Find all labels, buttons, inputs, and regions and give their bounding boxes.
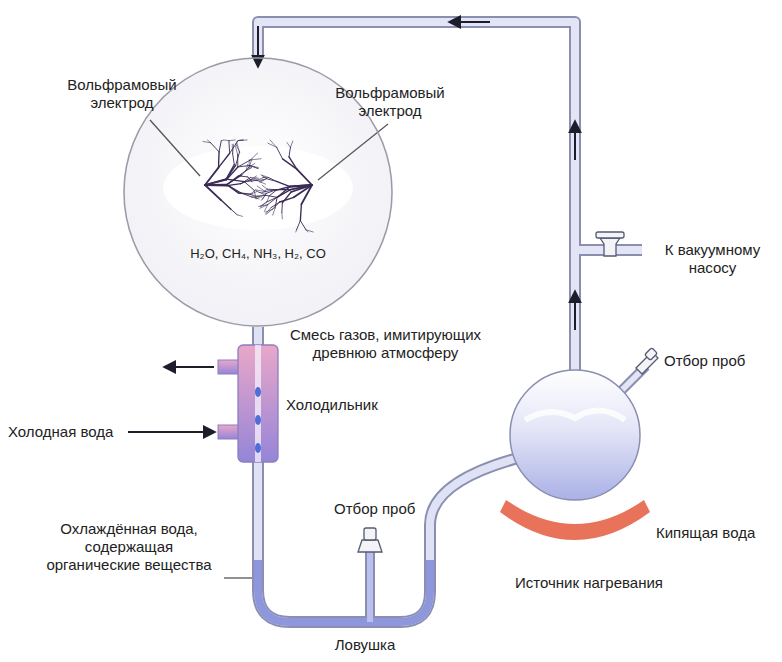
gas-mixture-label: Смесь газов, имитирующих древнюю атмосфе…: [278, 326, 493, 362]
boiling-water-label: Кипящая вода: [656, 524, 776, 542]
electrode-label: Вольфрамовый электрод: [62, 76, 182, 112]
condenser-jacket: [218, 345, 278, 462]
trap-label: Ловушка: [305, 636, 425, 654]
sampling-label: Отбор проб: [664, 352, 774, 370]
vacuum-pump-label: К вакуумному насосу: [650, 241, 775, 277]
water-flow-arrows: [128, 367, 214, 432]
cold-water-label: Холодная вода: [8, 423, 126, 441]
electrode-label: Вольфрамовый электрод: [330, 84, 450, 120]
sampling-label: Отбор проб: [334, 500, 444, 518]
organic-water-label: Охлаждённая вода, содержащая органически…: [36, 520, 222, 574]
heater: [500, 500, 650, 540]
condenser-label: Холодильник: [286, 396, 406, 414]
gas-formula: H₂O, CH₄, NH₃, H₂, CO: [188, 245, 328, 262]
boiling-water-surface: [525, 410, 625, 420]
flow-arrows: [258, 22, 575, 330]
electric-spark: [203, 140, 313, 232]
spark-glow: [163, 146, 353, 230]
boiling-flask: [510, 370, 640, 500]
heat-source-label: Источник нагревания: [515, 574, 770, 592]
